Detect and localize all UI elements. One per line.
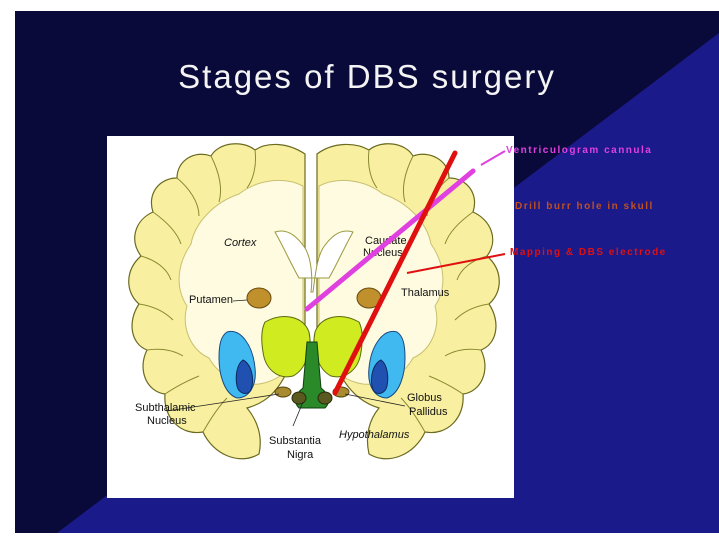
mapping-pointer-line (407, 254, 505, 273)
label-drill-burr-hole: Drill burr hole in skull (515, 201, 654, 212)
slide: Stages of DBS surgery (15, 11, 719, 533)
instrument-overlay (15, 11, 719, 533)
ventriculogram-pointer-line (481, 151, 505, 165)
label-mapping-dbs-electrode: Mapping & DBS electrode (510, 247, 667, 258)
label-ventriculogram-cannula: Ventriculogram cannula (506, 145, 652, 156)
